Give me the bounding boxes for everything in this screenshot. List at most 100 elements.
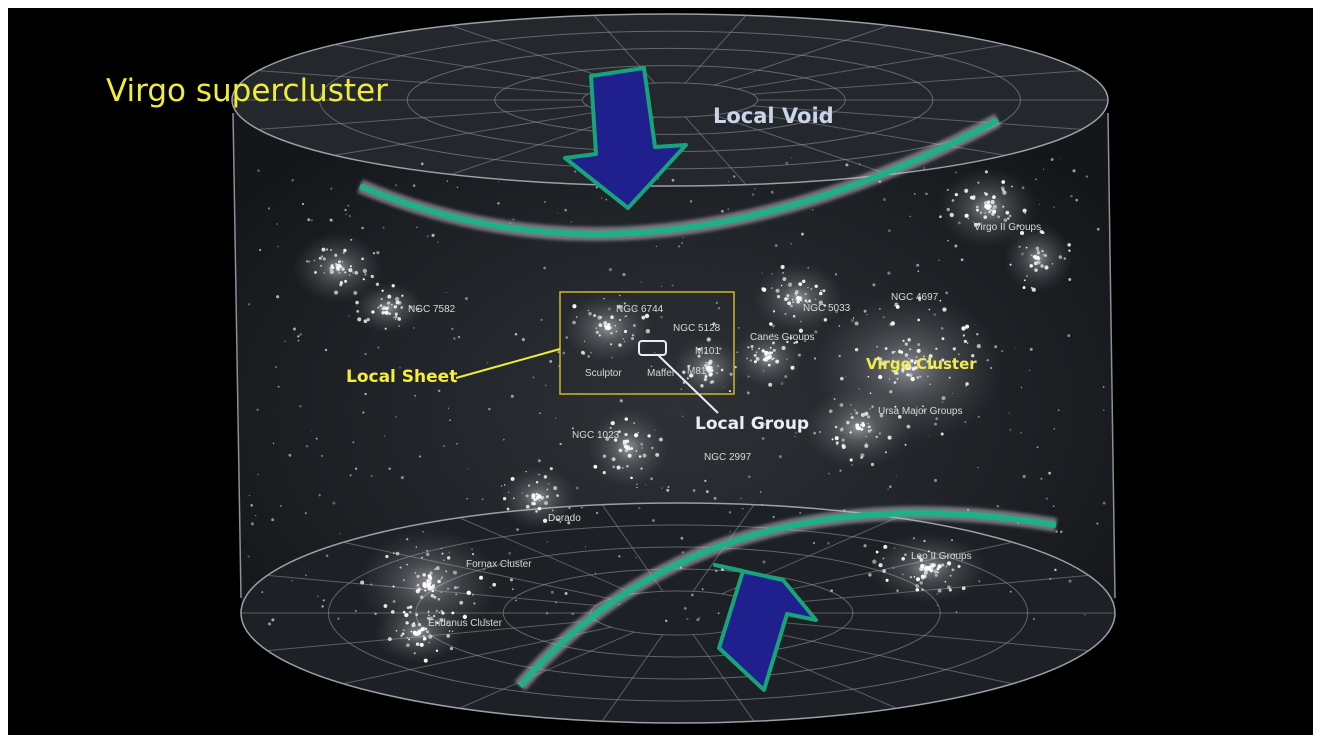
galaxy-dot — [483, 568, 485, 571]
galaxy-dot — [709, 380, 713, 384]
galaxy-dot — [446, 621, 449, 625]
galaxy-dot — [271, 618, 275, 622]
galaxy-dot — [925, 192, 928, 196]
galaxy-dot — [377, 306, 380, 309]
galaxy-dot — [977, 181, 980, 184]
supercluster-diagram: Virgo supercluster Local Void Local Shee… — [106, 13, 1116, 724]
galaxy-dot — [1040, 264, 1044, 268]
grid-spoke — [684, 14, 747, 84]
galaxy-dot — [946, 561, 952, 566]
galaxy-dot — [1063, 257, 1066, 260]
galaxy-dot — [506, 507, 510, 511]
galaxy-dot — [800, 320, 802, 323]
galaxy-dot — [622, 338, 625, 340]
galaxy-dot — [949, 212, 954, 218]
galaxy-dot — [424, 589, 427, 592]
galaxy-dot — [860, 453, 865, 458]
galaxy-dot — [321, 255, 323, 258]
galaxy-label: Ursa Major Groups — [878, 406, 962, 417]
galaxy-dot — [850, 403, 853, 406]
galaxy-dot — [870, 462, 875, 467]
galaxy-dot — [353, 290, 358, 295]
galaxy-dot — [633, 422, 636, 425]
galaxy-dot — [605, 198, 608, 201]
galaxy-dot — [423, 658, 428, 663]
galaxy-dot — [362, 411, 365, 414]
galaxy-dot — [1000, 186, 1005, 191]
galaxy-dot — [933, 313, 937, 316]
galaxy-dot — [623, 340, 626, 343]
galaxy-dot — [632, 324, 636, 327]
galaxy-dot — [728, 511, 732, 514]
galaxy-dot — [945, 291, 949, 295]
galaxy-dot — [928, 563, 931, 565]
galaxy-dot — [1096, 522, 1099, 525]
galaxy-dot — [767, 363, 771, 367]
galaxy-dot — [272, 442, 275, 445]
galaxy-dot — [680, 388, 683, 391]
galaxy-dot — [889, 390, 893, 394]
galaxy-dot — [1020, 230, 1025, 236]
galaxy-dot — [920, 563, 925, 569]
galaxy-dot — [793, 315, 795, 317]
galaxy-dot — [1096, 227, 1100, 231]
galaxy-dot — [619, 294, 621, 297]
galaxy-dot — [834, 425, 838, 429]
galaxy-dot — [948, 588, 952, 592]
galaxy-dot — [933, 557, 935, 559]
galaxy-dot — [525, 494, 529, 498]
galaxy-dot — [984, 192, 988, 196]
galaxy-dot — [457, 335, 461, 339]
galaxy-dot — [815, 298, 817, 300]
galaxy-dot — [934, 573, 938, 577]
galaxy-dot — [954, 244, 958, 248]
galaxy-dot — [291, 178, 295, 182]
galaxy-dot — [780, 382, 784, 385]
galaxy-dot — [248, 495, 251, 497]
galaxy-dot — [889, 322, 893, 326]
galaxy-dot — [503, 484, 506, 486]
galaxy-dot — [618, 343, 622, 347]
galaxy-dot — [919, 581, 923, 585]
galaxy-dot — [288, 453, 292, 457]
galaxy-dot — [394, 318, 397, 320]
galaxy-dot — [299, 333, 302, 336]
galaxy-dot — [335, 267, 338, 269]
galaxy-dot — [388, 467, 391, 470]
galaxy-dot — [835, 441, 839, 445]
galaxy-dot — [350, 238, 353, 241]
galaxy-dot — [961, 586, 966, 591]
galaxy-dot — [381, 311, 385, 315]
galaxy-dot — [885, 578, 889, 582]
galaxy-dot — [514, 332, 518, 336]
grid-spoke — [713, 114, 890, 175]
galaxy-dot — [336, 266, 340, 270]
galaxy-dot — [630, 447, 634, 450]
galaxy-dot — [704, 374, 708, 377]
galaxy-dot — [771, 273, 773, 275]
galaxy-dot — [831, 438, 834, 441]
galaxy-dot — [971, 354, 975, 358]
galaxy-dot — [348, 315, 350, 317]
galaxy-dot — [937, 564, 942, 569]
local-sheet-upper-boundary — [357, 113, 1002, 241]
galaxy-dot — [445, 570, 448, 573]
galaxy-dot — [1024, 212, 1027, 215]
galaxy-dot — [428, 641, 431, 644]
galaxy-dot — [587, 355, 590, 358]
galaxy-dot — [408, 638, 411, 641]
galaxy-dot — [771, 357, 774, 361]
galaxy-dot — [841, 438, 845, 442]
galaxy-label: NGC 1023 — [572, 430, 620, 441]
galaxy-dot — [349, 265, 352, 268]
galaxy-dot — [748, 475, 751, 478]
galaxy-dot — [387, 306, 389, 308]
galaxy-dot — [618, 448, 623, 453]
galaxy-dot — [769, 346, 772, 349]
galaxy-dot — [780, 284, 783, 287]
galaxy-dot — [734, 365, 737, 369]
galaxy-dot — [435, 609, 438, 613]
galaxy-dot — [1041, 250, 1044, 253]
galaxy-dot — [949, 574, 952, 577]
galaxy-dot — [399, 366, 401, 369]
